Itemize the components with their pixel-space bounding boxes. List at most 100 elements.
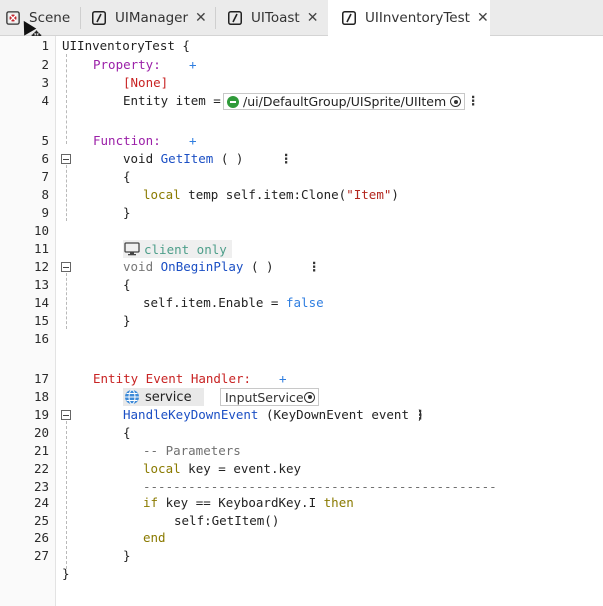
close-brace: } [123,548,131,563]
open-brace: { [123,425,131,440]
tab-scene-label: Scene [29,9,71,26]
indent-guide [66,54,67,144]
property-section-header: Property: [93,56,161,74]
function-section-header: Function: [93,132,161,150]
entity-path-value: /ui/DefaultGroup/UISprite/UIItem [243,94,447,109]
close-icon[interactable]: ✕ [195,9,207,26]
add-function-button[interactable]: + [189,133,197,148]
pick-target-icon[interactable] [450,96,461,107]
none-attribute: [None] [123,75,169,90]
add-event-handler-button[interactable]: + [279,371,287,386]
line-number: 11 [33,241,49,256]
pick-target-icon[interactable] [304,391,315,403]
entity-declaration: Entity item = [123,93,221,108]
fold-toggle-icon[interactable] [61,262,71,272]
line-number: 13 [33,277,49,292]
service-selector[interactable]: InputService [220,388,319,406]
line-number: 7 [41,169,49,184]
line-number: 12 [33,259,49,274]
client-only-badge[interactable]: client only [123,240,232,258]
enable-statement[interactable]: self.item.Enable = false [143,295,324,310]
tab-scene[interactable]: Scene [6,0,76,35]
entity-event-label: Entity Event Handler: [93,371,252,386]
class-close-brace: } [62,566,70,581]
service-label: service [145,389,192,405]
indent-guide [66,273,67,329]
client-only-label: client only [144,241,227,257]
if-statement[interactable]: if key == KeyboardKey.I then [143,495,354,510]
line-number: 5 [41,133,49,148]
globe-icon [125,389,139,405]
clone-statement[interactable]: local temp self.item:Clone("Item") [143,187,399,202]
getitem-function-name: GetItem [160,151,214,166]
scene-icon [6,10,20,25]
close-brace: } [123,313,131,328]
code-class-declaration[interactable]: UIInventoryTest { [62,37,190,55]
getitem-call[interactable]: self:GetItem() [174,513,280,528]
onbeginplay-function-name: OnBeginPlay [160,259,244,274]
close-icon[interactable]: ✕ [306,9,319,26]
more-options-icon[interactable]: ⋮ [308,259,321,274]
add-property-button[interactable]: + [189,57,197,72]
line-number: 16 [33,331,49,346]
line-number: 6 [41,151,49,166]
entity-path-field[interactable]: /ui/DefaultGroup/UISprite/UIItem [223,93,465,110]
tab-uitoast[interactable]: UIToast ✕ [228,0,330,35]
more-options-icon[interactable]: ⋮ [280,151,293,166]
indent-guide [66,421,67,569]
script-icon [228,10,242,25]
line-number: 4 [41,93,49,108]
line-number: 1 [41,38,49,53]
line-number: 15 [33,313,49,328]
handler-signature[interactable]: HandleKeyDownEvent (KeyDownEvent event ) [123,407,425,422]
fold-toggle-icon[interactable] [61,154,71,164]
line-number: 17 [33,371,49,386]
class-name: UIInventoryTest { [62,38,190,53]
service-badge: service [123,388,204,406]
line-number-gutter [0,36,56,606]
line-number: 23 [33,479,49,494]
getitem-signature[interactable]: void GetItem ( ) [123,151,244,166]
service-value: InputService [225,389,304,405]
line-number: 20 [33,425,49,440]
line-number: 24 [33,495,49,510]
line-number: 18 [33,389,49,404]
line-number: 2 [41,57,49,72]
line-number: 26 [33,530,49,545]
more-options-icon[interactable]: ⋮ [467,93,480,108]
more-options-icon[interactable]: ⋮ [414,407,427,422]
parameters-comment: -- Parameters [143,443,241,458]
tab-uitoast-label: UIToast [251,9,300,26]
line-number: 22 [33,461,49,476]
onbeginplay-signature[interactable]: void OnBeginPlay ( ) [123,259,274,274]
open-brace: { [123,169,131,184]
line-number: 9 [41,205,49,220]
entity-ref-icon [227,95,239,108]
entity-event-section-header: Entity Event Handler: [93,370,251,388]
close-brace: } [123,205,131,220]
line-number: 8 [41,187,49,202]
fold-toggle-icon[interactable] [61,410,71,420]
close-icon[interactable]: ✕ [476,10,489,26]
end-keyword: end [143,530,166,545]
script-icon [92,10,106,25]
tab-divider [80,7,81,29]
tab-uimanager[interactable]: UIManager ✕ [92,0,210,35]
indent-guide [66,165,67,221]
line-number: 21 [33,443,49,458]
property-label: Property: [93,57,161,72]
function-label: Function: [93,133,161,148]
line-number: 19 [33,407,49,422]
tab-uiinventorytest-label: UIInventoryTest [365,10,470,26]
key-statement[interactable]: local key = event.key [143,461,302,476]
line-number: 14 [33,295,49,310]
tab-bar: Scene UIManager ✕ UIToast ✕ UIInventoryT… [0,0,603,36]
line-number: 3 [41,75,49,90]
line-number: 25 [33,513,49,528]
tab-divider [215,7,216,29]
tab-uiinventorytest[interactable]: UIInventoryTest ✕ [328,0,490,36]
separator-comment: ----------------------------------------… [143,479,497,494]
monitor-icon [124,242,140,256]
line-number: 27 [33,548,49,563]
tab-uimanager-label: UIManager [115,9,189,26]
